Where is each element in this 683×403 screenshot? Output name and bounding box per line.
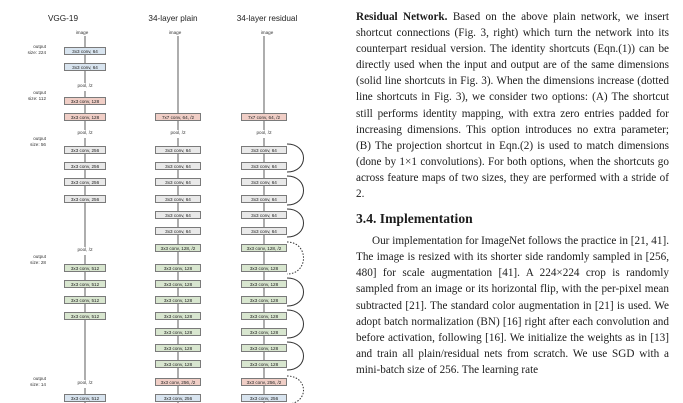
layer-block: 3x3 conv, 128 <box>241 312 287 320</box>
layer-block: 3x3 conv, 128 <box>155 328 201 336</box>
layer-block: 3x3 conv, 256 <box>241 394 287 402</box>
layer-block: 3x3 conv, 64 <box>241 162 287 170</box>
layer-block: 3x3 conv, 64 <box>241 146 287 154</box>
architecture-figure: VGG-19 34-layer plain 34-layer residual … <box>27 14 304 403</box>
layer-block: 3x3 conv, 64 <box>155 146 201 154</box>
layer-block: 3x3 conv, 512 <box>64 394 106 402</box>
layer-block: 3x3 conv, 256 <box>64 178 106 186</box>
connection-lines <box>84 36 304 403</box>
layer-block: 3x3 conv, 64 <box>155 195 201 203</box>
layer-block: 3x3 conv, 512 <box>64 296 106 304</box>
layer-block: 3x3 conv, 256 <box>64 146 106 154</box>
layer-block: 3x3 conv, 128 <box>64 113 106 121</box>
layer-block: 3x3 conv, 64 <box>155 227 201 235</box>
layer-block: 3x3 conv, 128 <box>155 280 201 288</box>
vgg-image-label: image <box>75 30 89 35</box>
layer-block: 3x3 conv, 128 <box>155 264 201 272</box>
paragraph-body: Based on the above plain network, we ins… <box>356 11 669 201</box>
layer-block: 3x3 conv, 128 <box>155 344 201 352</box>
layer-block: 7x7 conv, 64, /2 <box>155 113 201 121</box>
layer-block: 3x3 conv, 64 <box>155 211 201 219</box>
pool-label: pool, /2 <box>77 380 93 385</box>
projection-shortcut <box>286 375 304 403</box>
layer-block: 3x3 conv, 128, /2 <box>241 244 287 252</box>
layer-block: 3x3 conv, 64 <box>241 211 287 219</box>
identity-shortcut <box>286 175 304 206</box>
residual-image-label: image <box>260 30 274 35</box>
layer-block: 3x3 conv, 128 <box>64 97 106 105</box>
layer-block: 3x3 conv, 256 <box>155 394 201 402</box>
layer-block: 3x3 conv, 512 <box>64 280 106 288</box>
layer-block: 3x3 conv, 64 <box>241 195 287 203</box>
projection-shortcut <box>286 241 304 275</box>
layer-block: 3x3 conv, 128 <box>241 296 287 304</box>
plain-column-title: 34-layer plain <box>148 14 198 23</box>
layer-block: 3x3 conv, 64 <box>241 178 287 186</box>
layer-block: 3x3 conv, 256 <box>64 195 106 203</box>
identity-shortcut <box>286 277 304 307</box>
layer-block: 3x3 conv, 128 <box>241 344 287 352</box>
layer-block: 3x3 conv, 64 <box>155 178 201 186</box>
identity-shortcut <box>286 341 304 371</box>
layer-block: 3x3 conv, 128 <box>155 312 201 320</box>
layer-block: 3x3 conv, 128 <box>155 360 201 368</box>
layer-block: 3x3 conv, 64 <box>155 162 201 170</box>
layer-block: 3x3 conv, 256 <box>64 162 106 170</box>
residual-column-title: 34-layer residual <box>236 14 298 23</box>
layer-block: 3x3 conv, 512 <box>64 264 106 272</box>
pool-label: pool, /2 <box>77 83 93 88</box>
layer-block: 3x3 conv, 64 <box>64 47 106 55</box>
identity-shortcut <box>286 309 304 339</box>
layer-block: 3x3 conv, 256, /2 <box>155 378 201 386</box>
layer-block: 7x7 conv, 64, /2 <box>241 113 287 121</box>
pool-label: pool, /2 <box>77 247 93 252</box>
paper-text: Residual Network. Based on the above pla… <box>356 9 669 378</box>
implementation-paragraph: Our implementation for ImageNet follows … <box>356 235 669 376</box>
layer-block: 3x3 conv, 64 <box>241 227 287 235</box>
pool-label: pool, /2 <box>256 130 272 135</box>
pool-label: pool, /2 <box>77 130 93 135</box>
layer-block: 3x3 conv, 512 <box>64 312 106 320</box>
pool-label: pool, /2 <box>170 130 186 135</box>
layer-block: 3x3 conv, 128 <box>241 360 287 368</box>
residual-network-paragraph: Residual Network. Based on the above pla… <box>356 9 669 202</box>
vgg-column-title: VGG-19 <box>47 14 79 23</box>
section-heading: 3.4. Implementation <box>356 211 473 227</box>
identity-shortcut <box>286 208 304 238</box>
paragraph-heading: Residual Network. <box>356 11 448 23</box>
plain-image-label: image <box>168 30 182 35</box>
layer-block: 3x3 conv, 64 <box>64 63 106 71</box>
layer-block: 3x3 conv, 128 <box>241 280 287 288</box>
layer-block: 3x3 conv, 128 <box>241 264 287 272</box>
layer-block: 3x3 conv, 256, /2 <box>241 378 287 386</box>
layer-block: 3x3 conv, 128 <box>241 328 287 336</box>
identity-shortcut <box>286 143 304 173</box>
layer-block: 3x3 conv, 128, /2 <box>155 244 201 252</box>
layer-block: 3x3 conv, 128 <box>155 296 201 304</box>
